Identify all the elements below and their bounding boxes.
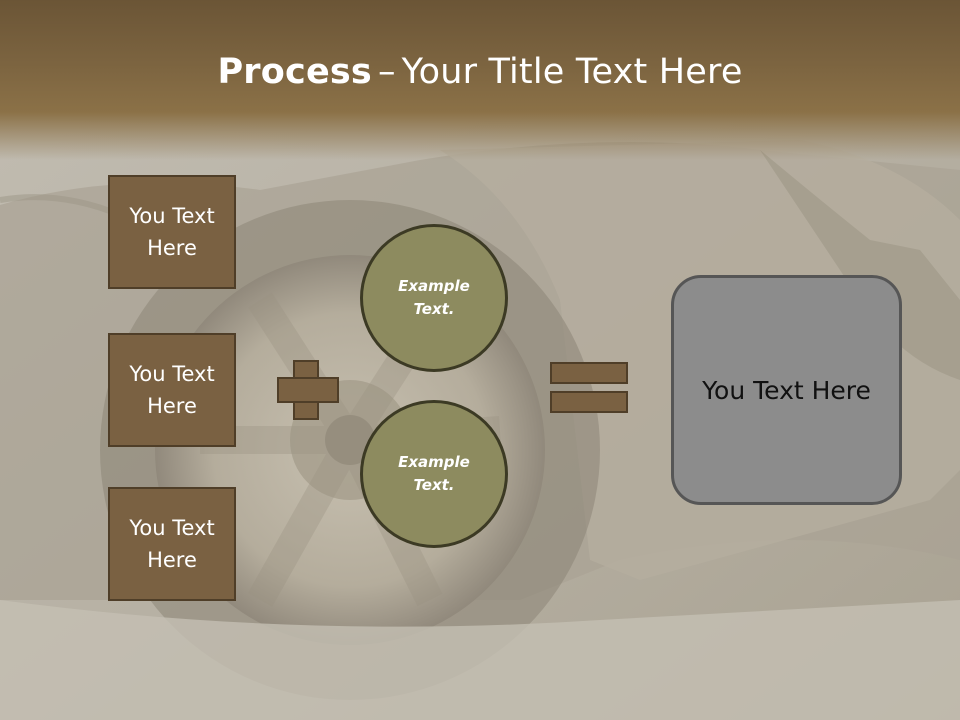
- title-bold: Process: [217, 52, 372, 92]
- circle-label: Example Text.: [398, 453, 470, 494]
- example-circle-2[interactable]: Example Text.: [360, 400, 508, 548]
- result-box[interactable]: You Text Here: [671, 275, 902, 505]
- text-box-label: You Text Here: [129, 362, 215, 418]
- circle-label: Example Text.: [398, 277, 470, 318]
- text-box-1[interactable]: You Text Here: [108, 175, 236, 289]
- title-separator: –: [377, 52, 396, 92]
- text-box-2[interactable]: You Text Here: [108, 333, 236, 447]
- header-band: [0, 0, 960, 160]
- text-box-label: You Text Here: [129, 204, 215, 260]
- text-box-3[interactable]: You Text Here: [108, 487, 236, 601]
- example-circle-1[interactable]: Example Text.: [360, 224, 508, 372]
- title-text: Your Title Text Here: [401, 52, 743, 92]
- slide-title: Process–Your Title Text Here: [0, 52, 960, 92]
- text-box-label: You Text Here: [129, 516, 215, 572]
- result-label: You Text Here: [702, 375, 871, 405]
